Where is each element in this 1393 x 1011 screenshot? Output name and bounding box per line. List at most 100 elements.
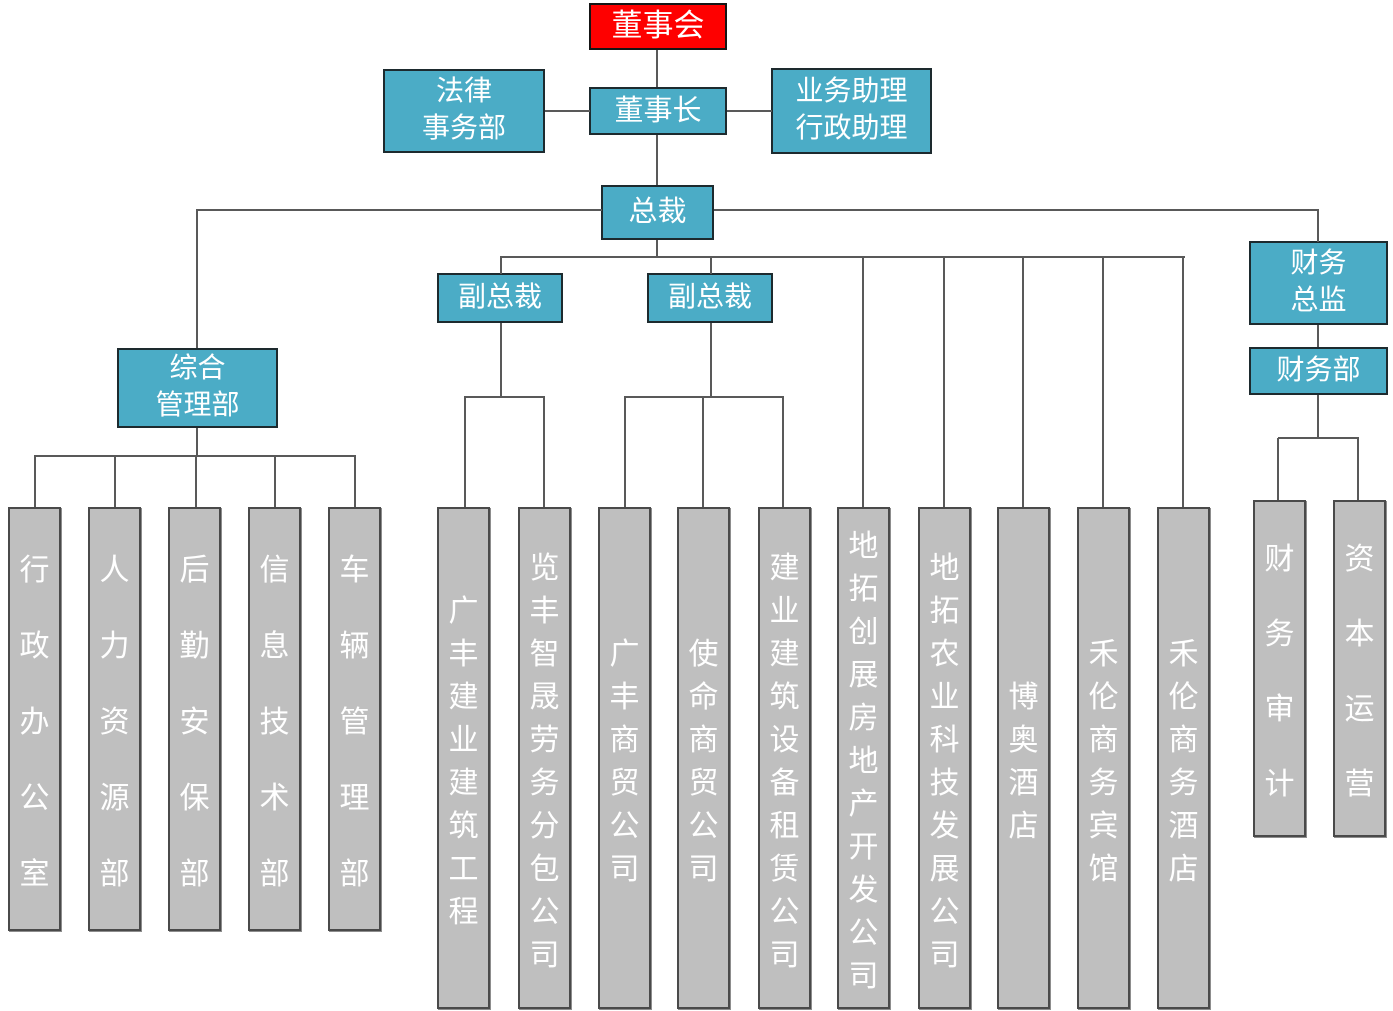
connector-line	[862, 258, 864, 507]
connector-line	[114, 456, 116, 508]
connector-line	[464, 396, 545, 398]
node-label-char: 建	[769, 637, 800, 671]
node-label-char: 分	[529, 809, 560, 843]
node-label-char: 包	[529, 852, 560, 886]
node-label-char: 丰	[609, 680, 640, 714]
node-label-char: 店	[1168, 852, 1199, 886]
node-label-char: 后	[179, 554, 210, 587]
node-label-char: 技	[929, 766, 960, 800]
node-label-char: 资	[1344, 543, 1375, 576]
node-label: 董事会	[611, 8, 705, 44]
node-label-char: 建	[448, 766, 479, 800]
connector-line	[464, 397, 466, 507]
node-label-char: 商	[688, 723, 719, 757]
node-label-line1: 财务	[1290, 248, 1347, 280]
node-label-char: 公	[19, 782, 50, 815]
node-finance-dept: 财务部	[1249, 347, 1388, 395]
node-label-char: 程	[448, 895, 479, 929]
node-label-char: 设	[769, 723, 800, 757]
connector-line	[943, 258, 945, 507]
connector-line	[656, 135, 658, 185]
node-label-char: 司	[769, 938, 800, 972]
node-label-char: 馆	[1088, 852, 1119, 886]
node-label-char: 务	[1264, 618, 1295, 651]
node-label-char: 奥	[1008, 723, 1039, 757]
node-label-char: 产	[848, 788, 879, 821]
node-label-char: 业	[448, 723, 479, 757]
node-president: 总裁	[601, 185, 714, 240]
node-label: 副总裁	[457, 281, 542, 313]
node-admin-unit-3: 后勤安保部	[168, 507, 221, 931]
node-label-char: 公	[848, 917, 879, 950]
node-subsidiary-2: 览丰智晟劳务分包公司	[518, 507, 571, 1009]
connector-line	[34, 456, 36, 508]
node-label-char: 部	[179, 858, 210, 891]
node-label-char: 备	[769, 766, 800, 800]
node-vice-president-2: 副总裁	[647, 273, 773, 323]
node-label-char: 伦	[1088, 680, 1119, 714]
node-label-char: 源	[99, 782, 130, 815]
node-label-char: 晟	[529, 680, 560, 714]
node-label-char: 禾	[1168, 637, 1199, 671]
node-label: 总裁	[628, 196, 687, 229]
node-label-char: 地	[848, 530, 879, 563]
node-subsidiary-6: 地拓创展房地产开发公司	[837, 507, 890, 1009]
node-legal-affairs-dept: 法律 事务部	[383, 69, 545, 153]
node-label-line2: 总监	[1290, 285, 1347, 316]
node-subsidiary-7: 地拓农业科技发展公司	[918, 507, 971, 1009]
node-label-line2: 管理部	[155, 390, 240, 421]
node-label-char: 商	[1088, 723, 1119, 757]
node-label-line2: 事务部	[421, 113, 506, 144]
node-business-admin-assistants: 业务助理 行政助理	[771, 68, 932, 154]
node-label-char: 使	[688, 637, 719, 671]
node-label-line1: 综合	[169, 353, 226, 385]
node-label-char: 行	[19, 554, 50, 587]
node-label-char: 公	[688, 809, 719, 843]
node-label-char: 本	[1344, 618, 1375, 651]
node-label-char: 酒	[1168, 809, 1199, 843]
node-admin-unit-4: 信息技术部	[248, 507, 301, 931]
node-label-char: 科	[929, 723, 960, 757]
node-label-char: 酒	[1008, 766, 1039, 800]
node-subsidiary-5: 建业建筑设备租赁公司	[758, 507, 811, 1009]
node-finance-unit-2: 资本运营	[1333, 500, 1386, 837]
node-label-char: 计	[1264, 768, 1295, 801]
connector-line	[1317, 395, 1319, 438]
node-label-char: 司	[609, 852, 640, 886]
node-subsidiary-4: 使命商贸公司	[677, 507, 730, 1009]
connector-line	[1317, 209, 1319, 242]
node-finance-unit-1: 财务审计	[1253, 500, 1306, 837]
node-label-char: 务	[1088, 766, 1119, 800]
node-label-char: 贸	[609, 766, 640, 800]
connector-line	[1317, 325, 1319, 347]
node-label-line1: 法律	[435, 76, 492, 108]
node-label-char: 业	[929, 680, 960, 714]
connector-line	[727, 110, 772, 112]
node-label-char: 公	[609, 809, 640, 843]
connector-line	[714, 209, 1319, 211]
node-label-char: 丰	[529, 594, 560, 628]
node-label-char: 商	[1168, 723, 1199, 757]
node-finance-director: 财务 总监	[1249, 241, 1388, 325]
connector-line	[543, 397, 545, 507]
connector-line	[656, 50, 658, 87]
node-admin-unit-2: 人力资源部	[88, 507, 141, 931]
node-label-char: 商	[609, 723, 640, 757]
node-label-char: 人	[99, 554, 130, 587]
node-label-char: 部	[259, 858, 290, 891]
node-label-char: 创	[848, 616, 879, 649]
node-label-char: 力	[99, 630, 130, 663]
connector-line	[500, 256, 1185, 258]
node-label-char: 拓	[929, 594, 960, 628]
connector-line	[274, 456, 276, 508]
node-general-admin-dept: 综合 管理部	[117, 348, 278, 428]
node-label-char: 司	[688, 852, 719, 886]
connector-line	[1022, 258, 1024, 507]
node-label-char: 赁	[769, 852, 800, 886]
node-label-char: 理	[339, 782, 370, 815]
node-label-char: 安	[179, 706, 210, 739]
node-label-char: 公	[929, 895, 960, 929]
connector-line	[500, 323, 502, 397]
node-label-char: 勤	[179, 630, 210, 663]
